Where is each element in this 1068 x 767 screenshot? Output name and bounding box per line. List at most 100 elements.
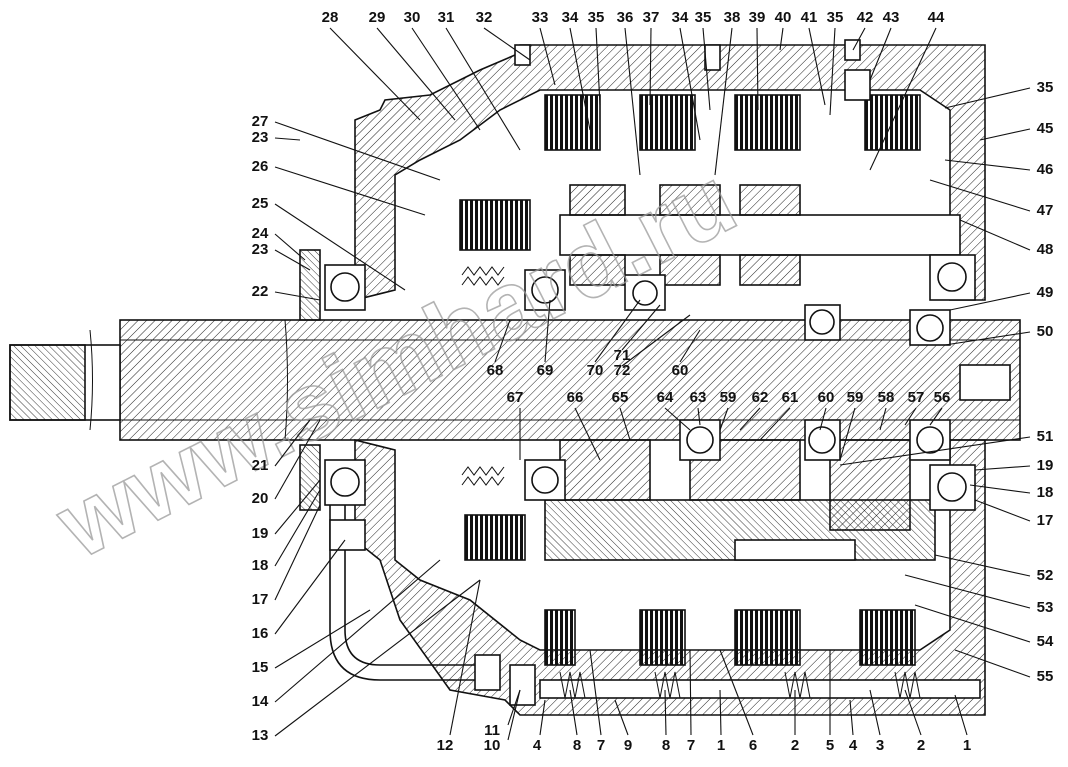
leader-line <box>274 249 311 271</box>
callout-label: 19 <box>1037 457 1054 474</box>
leader-line <box>274 166 426 216</box>
leader-line <box>274 291 321 301</box>
leader-line <box>445 27 521 151</box>
leader-line <box>914 604 1031 643</box>
callout-label: 48 <box>1037 241 1054 258</box>
callout-label: 17 <box>1037 512 1054 529</box>
callout-label: 70 <box>587 362 604 379</box>
leader-line <box>979 128 1031 141</box>
leader-line <box>849 699 854 736</box>
callout-label: 4 <box>533 737 542 754</box>
callout-label: 2 <box>791 737 799 754</box>
callout-label: 18 <box>1037 484 1054 501</box>
callout-label: 36 <box>617 9 634 26</box>
callout-label: 59 <box>847 389 864 406</box>
leader-line <box>869 689 881 736</box>
leader-line <box>574 407 601 461</box>
callout-label: 37 <box>643 9 660 26</box>
leader-line <box>944 159 1031 171</box>
callout-label: 67 <box>507 389 524 406</box>
leader-line <box>274 579 481 737</box>
callout-label: 21 <box>252 457 269 474</box>
callout-label: 2 <box>917 737 925 754</box>
callout-label: 43 <box>883 9 900 26</box>
leader-line <box>274 419 311 467</box>
leader-line <box>274 609 371 669</box>
callout-label: 46 <box>1037 161 1054 178</box>
leader-line <box>954 694 968 736</box>
callout-label: 15 <box>252 659 269 676</box>
callout-label: 17 <box>252 591 269 608</box>
leader-line <box>929 179 1031 212</box>
callout-label: 12 <box>437 737 454 754</box>
callout-label: 23 <box>252 129 269 146</box>
callout-label: 8 <box>573 737 581 754</box>
callout-label: 42 <box>857 9 874 26</box>
bearing-group-lower <box>324 419 976 511</box>
callout-label: 34 <box>672 9 689 26</box>
leader-line <box>904 689 922 736</box>
callout-label: 54 <box>1037 633 1054 650</box>
leader-line <box>494 319 511 363</box>
callout-label: 6 <box>749 737 757 754</box>
callout-label: 25 <box>252 195 269 212</box>
callout-label: 8 <box>662 737 670 754</box>
leader-line <box>679 329 701 363</box>
leader-line <box>624 27 641 176</box>
callout-label: 33 <box>532 9 549 26</box>
callout-label: 35 <box>827 9 844 26</box>
leader-line <box>539 27 556 86</box>
leader-line <box>839 407 856 461</box>
leader-line <box>974 465 1031 471</box>
leader-line <box>274 203 406 291</box>
callout-label: 41 <box>801 9 818 26</box>
callout-label: 35 <box>588 9 605 26</box>
leader-line <box>944 331 1031 346</box>
callout-label: 7 <box>687 737 695 754</box>
leader-line <box>619 407 631 441</box>
callout-label: 59 <box>720 389 737 406</box>
callout-label: 57 <box>908 389 925 406</box>
leader-line <box>779 27 784 51</box>
leader-line <box>934 554 1031 577</box>
leader-line <box>969 484 1031 494</box>
leader-line <box>376 27 456 121</box>
callout-label: 60 <box>818 389 835 406</box>
leader-line <box>879 407 887 431</box>
callout-label: 13 <box>252 727 269 744</box>
callout-label: 64 <box>657 389 674 406</box>
callout-label: 35 <box>1037 79 1054 96</box>
callout-label: 53 <box>1037 599 1054 616</box>
leader-line <box>569 689 578 736</box>
leader-line <box>274 419 321 500</box>
leader-line <box>329 27 421 121</box>
leader-line <box>944 87 1031 109</box>
callout-label: 26 <box>252 158 269 175</box>
leader-line <box>614 699 629 736</box>
callout-label: 22 <box>252 283 269 300</box>
callout-label: 14 <box>252 693 269 710</box>
leader-line <box>544 299 551 363</box>
leader-line <box>539 699 546 736</box>
leader-line <box>719 689 722 736</box>
leader-line <box>689 649 692 736</box>
callout-label: 51 <box>1037 428 1054 445</box>
callout-label: 10 <box>484 737 501 754</box>
callout-label: 9 <box>624 737 632 754</box>
callout-label: 52 <box>1037 567 1054 584</box>
callout-label: 16 <box>252 625 269 642</box>
leader-line <box>507 689 521 741</box>
leader-line <box>719 407 729 431</box>
leader-line <box>719 649 754 736</box>
callout-label: 34 <box>562 9 579 26</box>
callout-label: 29 <box>369 9 386 26</box>
callout-label: 1 <box>963 737 971 754</box>
callout-label: 71 <box>614 347 631 364</box>
leader-line <box>621 304 661 351</box>
leader-line <box>649 27 652 106</box>
callout-label: 47 <box>1037 202 1054 219</box>
leader-line <box>274 479 321 535</box>
callout-label: 55 <box>1037 668 1054 685</box>
